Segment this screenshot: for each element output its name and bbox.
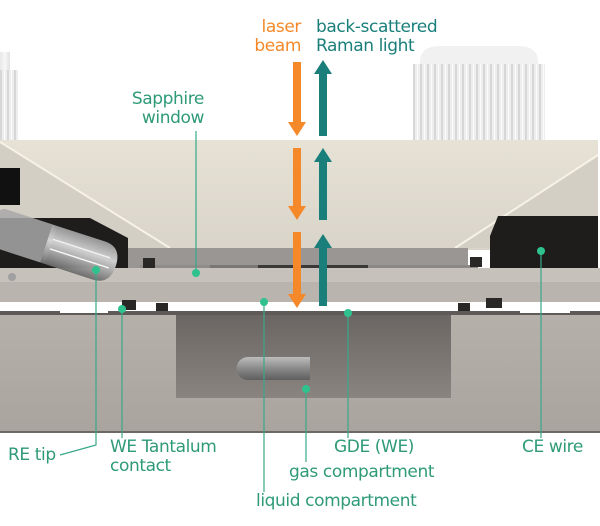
left-cap [0,52,18,142]
laser-label-line1: laser [261,17,302,37]
re-tip-leader-line [59,270,97,456]
laser-label-line2: beam [254,36,301,56]
re-tip-marker-dot [92,266,100,274]
gde-label: GDE (WE) [334,437,415,457]
gde-layer [0,311,600,315]
right-dark-cavity [490,216,598,280]
laser-arrow-1 [288,62,306,136]
laser-arrow-3 [288,232,306,308]
gas-compartment-label: gas compartment [289,462,435,482]
we-label-line2: contact [110,456,171,476]
we-label-line1: WE Tantalum [110,437,217,457]
re-tip-label: RE tip [8,445,56,465]
laser-arrow-2 [288,148,306,220]
raman-arrow-3 [314,234,332,306]
raman-arrow-2 [314,148,332,220]
sapphire-marker-dot [192,269,200,277]
ce-wire-marker-dot [537,247,545,255]
raman-light-label: back-scattered Raman light [316,17,438,56]
raman-label-line1: back-scattered [316,17,438,37]
sapphire-label-line1: Sapphire [131,89,205,109]
liquid-marker-dot [260,298,268,306]
laser-beam-arrows [288,62,306,308]
raman-label-line2: Raman light [316,36,415,56]
gas-marker-dot [302,385,310,393]
gas-inlet [236,357,310,380]
sapphire-label-line2: window [141,108,205,128]
gas-compartment [176,315,451,398]
we-contact-marker-dot [118,305,126,313]
gde-marker-dot [344,309,352,317]
sapphire-window-label: Sapphire window [110,89,205,128]
raman-light-arrows [314,60,332,306]
liquid-compartment-label: liquid compartment [256,491,417,511]
we-contact-label: WE Tantalum contact [110,437,217,476]
laser-beam-label: laser beam [241,18,301,56]
right-cap [413,46,545,142]
ce-wire-label: CE wire [522,437,583,457]
raman-arrow-1 [314,60,332,136]
